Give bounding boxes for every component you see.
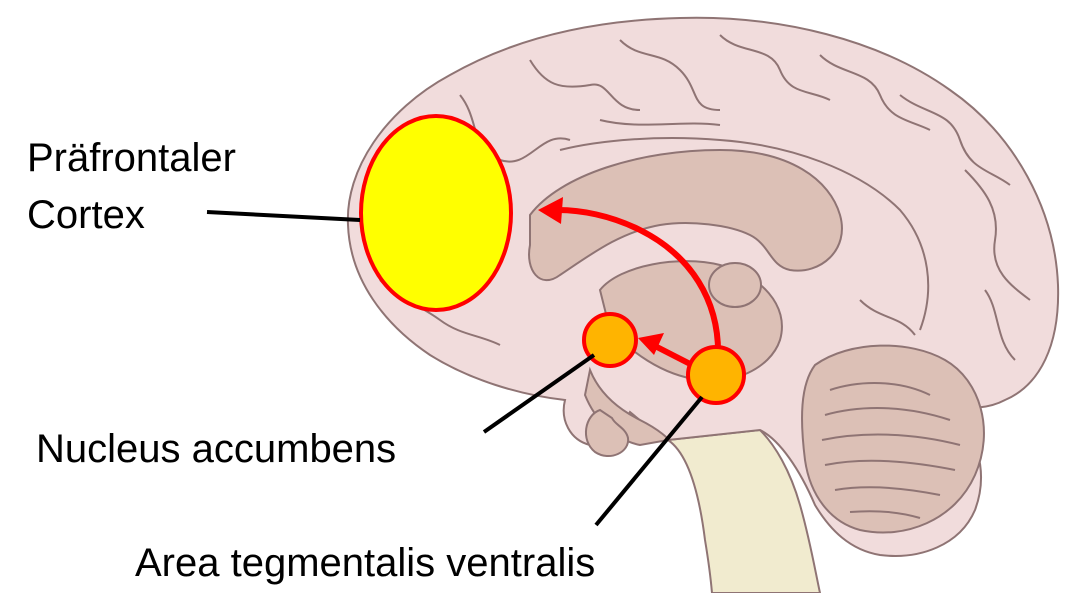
vta-marker <box>688 347 744 403</box>
prefrontal-pointer <box>207 212 360 220</box>
nucleus-accumbens-label: Nucleus accumbens <box>36 426 396 472</box>
prefrontal-label-line2: Cortex <box>27 192 145 238</box>
prefrontal-cortex-marker <box>361 116 511 310</box>
thalamic-nucleus <box>709 263 761 307</box>
vta-label: Area tegmentalis ventralis <box>135 540 595 586</box>
prefrontal-label-line1: Präfrontaler <box>27 135 236 181</box>
